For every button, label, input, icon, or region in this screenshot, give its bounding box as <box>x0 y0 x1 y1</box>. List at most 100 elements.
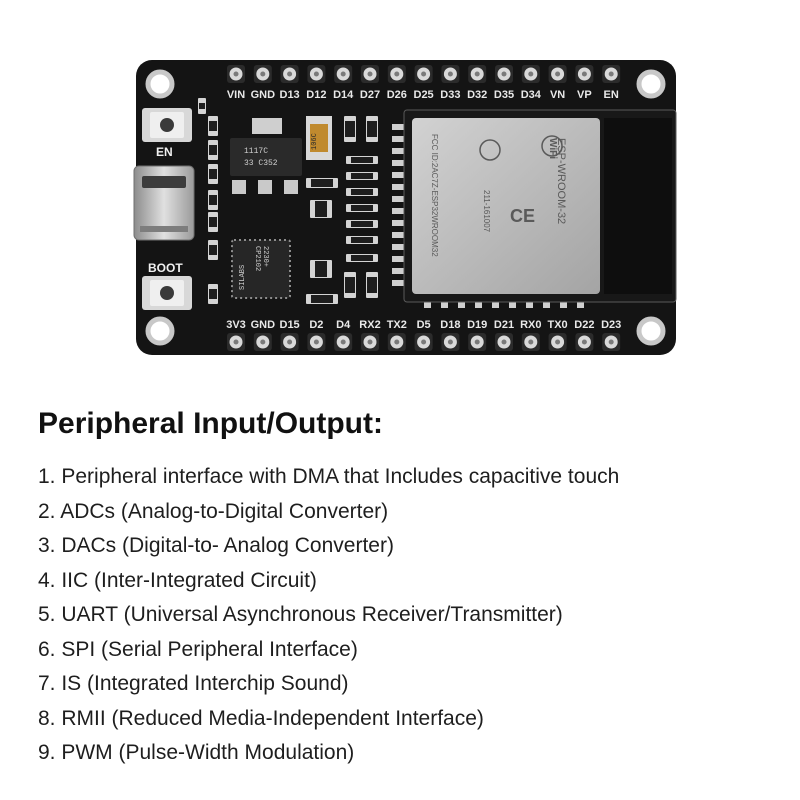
smd-part-body <box>209 145 217 155</box>
usb-chip-marking-2: CP2102 <box>253 246 261 271</box>
top-pin-hole <box>340 71 346 77</box>
smd-part-body <box>315 261 327 277</box>
en-button[interactable] <box>142 108 192 142</box>
top-pin-label: D14 <box>333 89 354 101</box>
smd-part-body <box>367 121 377 137</box>
top-pin-label: D13 <box>280 89 300 101</box>
bottom-pin-label: TX2 <box>387 319 407 331</box>
top-pin-hole <box>260 71 266 77</box>
module-cert-number: 211-161007 <box>482 190 491 233</box>
bottom-pin-hole <box>394 339 400 345</box>
bottom-pin-label: D5 <box>417 319 431 331</box>
module-fcc-icon <box>479 139 501 161</box>
top-pin-label: D35 <box>494 89 514 101</box>
bottom-pin-label: D15 <box>280 319 300 331</box>
smd-part-body <box>351 237 373 243</box>
module-pad <box>392 160 406 166</box>
usb-uart-chip <box>231 239 291 299</box>
bottom-pin-label: D23 <box>601 319 621 331</box>
en-button-label: EN <box>156 145 173 159</box>
bottom-pin-label: 3V3 <box>226 319 246 331</box>
module-pad <box>392 280 406 286</box>
top-pin-label: GND <box>251 89 276 101</box>
capacitor-marking: 106C <box>311 133 319 150</box>
module-pad <box>392 196 406 202</box>
top-pin-hole <box>474 71 480 77</box>
module-wifi-icon <box>541 135 563 157</box>
feature-item: 6. SPI (Serial Peripheral Interface) <box>38 637 358 661</box>
bottom-pin-hole <box>421 339 427 345</box>
bottom-pin-hole <box>313 339 319 345</box>
smd-part-body <box>367 277 377 293</box>
module-pad <box>392 244 406 250</box>
smd-part-body <box>209 217 217 227</box>
top-pin-hole <box>447 71 453 77</box>
smd-part-body <box>311 295 333 303</box>
voltage-regulator <box>230 118 302 194</box>
module-pad <box>392 256 406 262</box>
smd-part-body <box>209 289 217 299</box>
smd-part-body <box>351 221 373 227</box>
module-name: ESP-WROOM-32 <box>555 138 567 224</box>
module-pad <box>392 268 406 274</box>
top-pin-label: VIN <box>227 89 245 101</box>
top-pin-hole <box>581 71 587 77</box>
module-ce-mark: CE <box>510 206 535 226</box>
top-pin-hole <box>555 71 561 77</box>
tantalum-capacitor <box>306 116 332 160</box>
bottom-pin-hole <box>367 339 373 345</box>
esp-wroom-module <box>403 109 677 303</box>
smd-part-body <box>209 195 217 205</box>
module-pad <box>392 208 406 214</box>
usb-chip-marking-1: SILABS <box>239 265 247 290</box>
usb-chip-marking-3: 2230+ <box>261 246 269 267</box>
boot-button-label: BOOT <box>148 261 183 275</box>
bottom-pin-hole <box>447 339 453 345</box>
bottom-pin-label: D19 <box>467 319 487 331</box>
top-pin-hole <box>501 71 507 77</box>
bottom-pin-hole <box>528 339 534 345</box>
feature-item: 5. UART (Universal Asynchronous Receiver… <box>38 603 563 626</box>
feature-item: 9. PWM (Pulse-Width Modulation) <box>38 741 355 764</box>
section-heading: Peripheral Input/Output: <box>38 407 383 440</box>
top-pin-label: D26 <box>387 89 407 101</box>
top-pin-hole <box>421 71 427 77</box>
module-pad <box>392 184 406 190</box>
smd-part-body <box>315 201 327 217</box>
smd-part-body <box>345 277 355 293</box>
regulator-marking-2: 33 C352 <box>244 159 278 168</box>
bottom-pin-label: RX2 <box>359 319 380 331</box>
boot-button[interactable] <box>142 276 192 310</box>
bottom-pin-hole <box>287 339 293 345</box>
top-pin-label: D12 <box>306 89 326 101</box>
smd-part-body <box>311 179 333 187</box>
top-pin-hole <box>608 71 614 77</box>
feature-list: 1. Peripheral interface with DMA that In… <box>38 460 619 771</box>
smd-part-body <box>199 103 205 109</box>
module-wifi-logo: WiFi <box>547 138 558 159</box>
top-pin-label: D34 <box>521 89 542 101</box>
bottom-pin-hole <box>340 339 346 345</box>
smd-part-body <box>351 255 373 261</box>
feature-item: 2. ADCs (Analog-to-Digital Converter) <box>38 499 389 523</box>
module-pad <box>392 136 406 142</box>
bottom-pin-label: D18 <box>440 319 460 331</box>
smd-part-body <box>209 121 217 131</box>
module-pad <box>392 220 406 226</box>
top-pin-hole <box>394 71 400 77</box>
mounting-holes <box>145 69 666 346</box>
bottom-pin-hole <box>555 339 561 345</box>
bottom-pin-label: TX0 <box>548 319 568 331</box>
bottom-pin-hole <box>501 339 507 345</box>
module-pad <box>392 232 406 238</box>
regulator-marking-1: 1117C <box>244 147 268 156</box>
bottom-pin-hole <box>608 339 614 345</box>
bottom-pin-label: GND <box>251 319 276 331</box>
module-pad <box>392 148 406 154</box>
module-fcc-id: FCC ID:2AC7Z-ESP32WROOM32 <box>430 134 439 257</box>
top-pin-label: VP <box>577 89 592 101</box>
top-pin-label: D27 <box>360 89 380 101</box>
top-pin-label: D32 <box>467 89 487 101</box>
